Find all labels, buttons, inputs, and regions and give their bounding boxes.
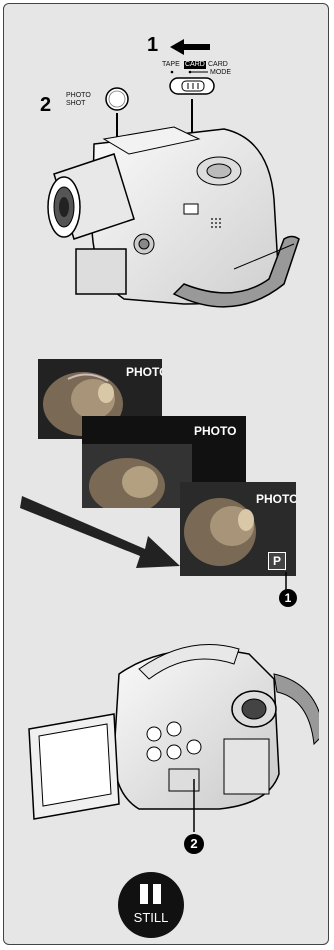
step-1-number: 1 [147,34,158,57]
left-arrow-icon [170,38,212,56]
camcorder-top-view-illustration [34,99,324,329]
diagonal-arrow-icon [20,494,190,574]
still-button[interactable]: STILL [118,872,184,938]
mode-switch[interactable] [164,69,220,99]
camcorder-lcd-open-illustration [19,634,319,834]
pause-icon [138,882,164,906]
photo-label-3: PHOTO [256,492,296,506]
callout-1-badge: 1 [279,589,297,607]
callout-2-badge: 2 [184,834,204,854]
instruction-panel: 1 TAPE CARD CARD MODE 2 PHOTO SHOT [3,3,329,945]
photo-label-1: PHOTO [126,365,162,379]
card-mode-label-line1: CARD [208,61,228,69]
card-label: CARD [184,61,206,69]
photo-frame-3: PHOTO P [180,482,296,576]
photo-label-2: PHOTO [194,424,236,438]
tape-label: TAPE [162,61,180,69]
still-label: STILL [118,910,184,925]
p-indicator-icon: P [268,552,286,570]
